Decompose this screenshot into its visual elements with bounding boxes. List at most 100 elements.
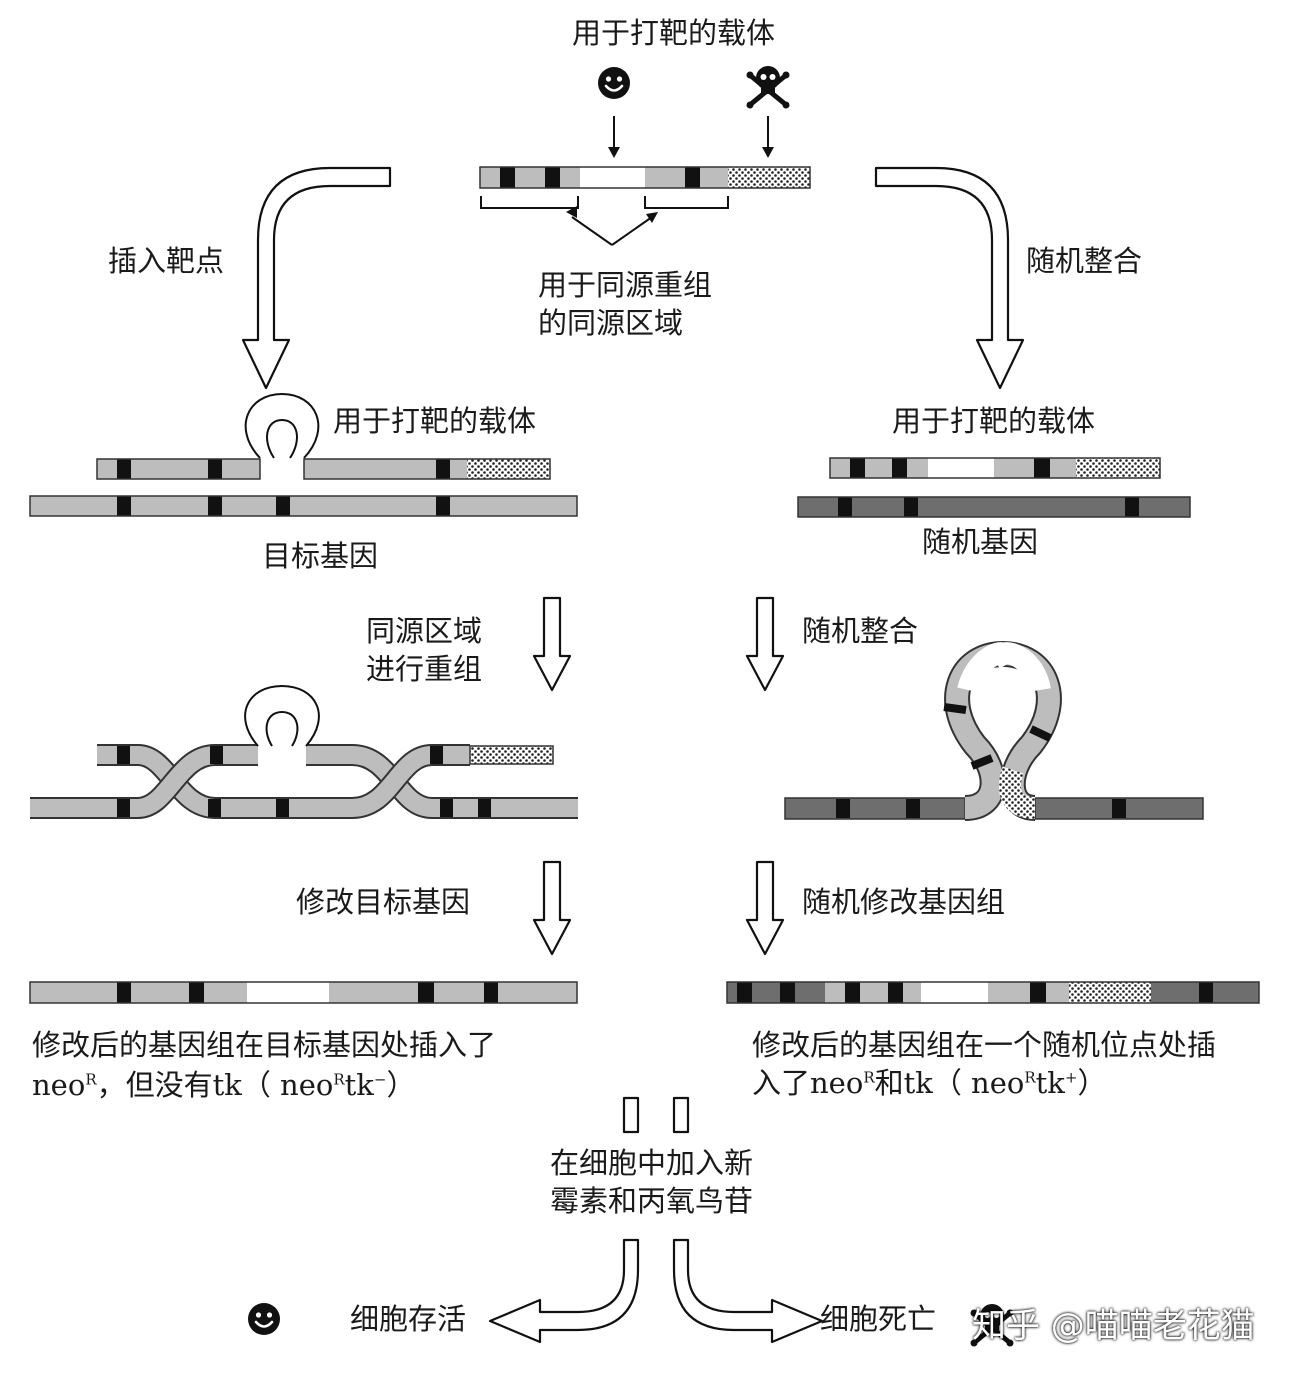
crossover-diagram bbox=[30, 684, 578, 819]
exon-block bbox=[189, 982, 204, 1003]
dna-segment bbox=[727, 982, 737, 1003]
skull-crossbones-icon bbox=[747, 66, 790, 109]
exon-block bbox=[117, 982, 131, 1003]
left-vector-label: 用于打靶的载体 bbox=[333, 404, 537, 438]
right-result-line2: 入了neoR和tk（ neoRtk+） bbox=[752, 1066, 1107, 1100]
survive-arrow bbox=[488, 1238, 640, 1344]
target-gene-bar bbox=[29, 495, 578, 517]
dna-segment bbox=[1139, 497, 1190, 517]
dna-outline bbox=[29, 981, 578, 1004]
dna-segment bbox=[450, 459, 467, 479]
exon-block bbox=[484, 982, 498, 1003]
tk-block bbox=[1076, 458, 1160, 478]
dna-segment bbox=[1213, 982, 1259, 1003]
step-arrow-modify-target bbox=[532, 860, 572, 956]
dna-segment bbox=[560, 167, 580, 188]
exon-block bbox=[418, 982, 434, 1003]
random-gene-label: 随机基因 bbox=[922, 525, 1039, 559]
death-arrow bbox=[672, 1238, 824, 1344]
dna-segment bbox=[1046, 982, 1069, 1003]
step-arrow-random-integration bbox=[745, 596, 785, 692]
recombination-label-line1: 同源区域 bbox=[366, 614, 483, 648]
dna-segment bbox=[1050, 458, 1076, 478]
treatment-input-right bbox=[672, 1096, 690, 1134]
dna-segment bbox=[515, 167, 545, 188]
neo-block bbox=[247, 982, 329, 1003]
dna-segment bbox=[480, 167, 500, 188]
homology-bracket-left bbox=[480, 196, 579, 209]
dna-segment bbox=[903, 982, 921, 1003]
cell-survive-label: 细胞存活 bbox=[350, 1302, 467, 1336]
exon-block bbox=[500, 167, 515, 188]
right-vector-bar bbox=[829, 457, 1161, 479]
dna-outline bbox=[797, 496, 1191, 518]
dna-segment bbox=[30, 982, 117, 1003]
exon-block bbox=[906, 799, 920, 818]
left-result-line2: neoR，但没有tk（ neoRtk−） bbox=[32, 1068, 416, 1102]
exon-block bbox=[208, 459, 222, 479]
dna-segment bbox=[30, 496, 117, 516]
dna-segment bbox=[645, 167, 685, 188]
dna-segment bbox=[131, 496, 208, 516]
neo-block bbox=[921, 982, 988, 1003]
exon-block bbox=[117, 746, 130, 764]
exon-block bbox=[117, 496, 131, 516]
dna-segment bbox=[994, 458, 1034, 478]
dna-segment bbox=[329, 982, 418, 1003]
exon-block bbox=[440, 799, 453, 817]
random-integration-step-label: 随机整合 bbox=[802, 614, 919, 648]
curved-arrow-left bbox=[241, 166, 392, 390]
treatment-label-line1: 在细胞中加入新 bbox=[550, 1146, 754, 1180]
dna-segment bbox=[795, 982, 825, 1003]
homology-pointer-left bbox=[571, 216, 613, 246]
cross-strand-b2 bbox=[268, 746, 470, 817]
exon-block bbox=[1030, 982, 1046, 1003]
insert-target-label: 插入靶点 bbox=[108, 244, 225, 278]
exon-block bbox=[1125, 497, 1139, 517]
left-result-line1: 修改后的基因组在目标基因处插入了 bbox=[32, 1028, 497, 1062]
random-integration-diagram bbox=[784, 640, 1204, 821]
random-modify-label: 随机修改基因组 bbox=[802, 885, 1006, 919]
dna-segment bbox=[1151, 982, 1199, 1003]
crossover-loop-inner bbox=[265, 710, 299, 747]
homology-label-line2: 的同源区域 bbox=[538, 306, 684, 340]
cell-death-label: 细胞死亡 bbox=[820, 1302, 937, 1336]
dna-segment bbox=[825, 982, 845, 1003]
homology-pointer-right bbox=[611, 216, 653, 246]
exon-block bbox=[970, 754, 994, 770]
tk-block bbox=[469, 745, 554, 765]
exon-block bbox=[436, 496, 450, 516]
survive-smiley-icon bbox=[246, 1301, 282, 1337]
modified-random-genome bbox=[726, 981, 1260, 1004]
random-gene-bar bbox=[797, 496, 1191, 518]
exon-block bbox=[888, 982, 903, 1003]
tk-block bbox=[467, 459, 550, 479]
genome-left-segment bbox=[784, 797, 966, 820]
exon-block bbox=[904, 497, 918, 517]
homology-bracket-right bbox=[644, 196, 729, 209]
dna-segment bbox=[498, 982, 577, 1003]
step-arrow-random-modify bbox=[745, 860, 785, 956]
vector-loop-inner bbox=[266, 418, 298, 459]
exon-block bbox=[737, 982, 752, 1003]
exon-block bbox=[276, 496, 290, 516]
vector-title: 用于打靶的载体 bbox=[572, 16, 776, 50]
dna-segment bbox=[865, 458, 892, 478]
right-result-line1: 修改后的基因组在一个随机位点处插 bbox=[752, 1028, 1217, 1062]
exon-block bbox=[430, 746, 443, 764]
dna-segment bbox=[131, 982, 189, 1003]
exon-block bbox=[836, 799, 850, 818]
exon-block bbox=[208, 496, 222, 516]
dna-segment bbox=[830, 458, 850, 478]
curved-arrow-right bbox=[874, 166, 1025, 390]
dna-segment bbox=[204, 982, 247, 1003]
pointer-arrow-tk-head bbox=[762, 147, 774, 158]
treatment-input-left bbox=[622, 1096, 640, 1134]
exon-block bbox=[850, 458, 865, 478]
dna-outline bbox=[829, 457, 1161, 479]
exon-block bbox=[838, 497, 852, 517]
homology-label-line1: 用于同源重组 bbox=[538, 268, 713, 302]
dna-segment bbox=[918, 497, 1125, 517]
dna-outline bbox=[479, 166, 811, 189]
exon-block bbox=[780, 982, 795, 1003]
